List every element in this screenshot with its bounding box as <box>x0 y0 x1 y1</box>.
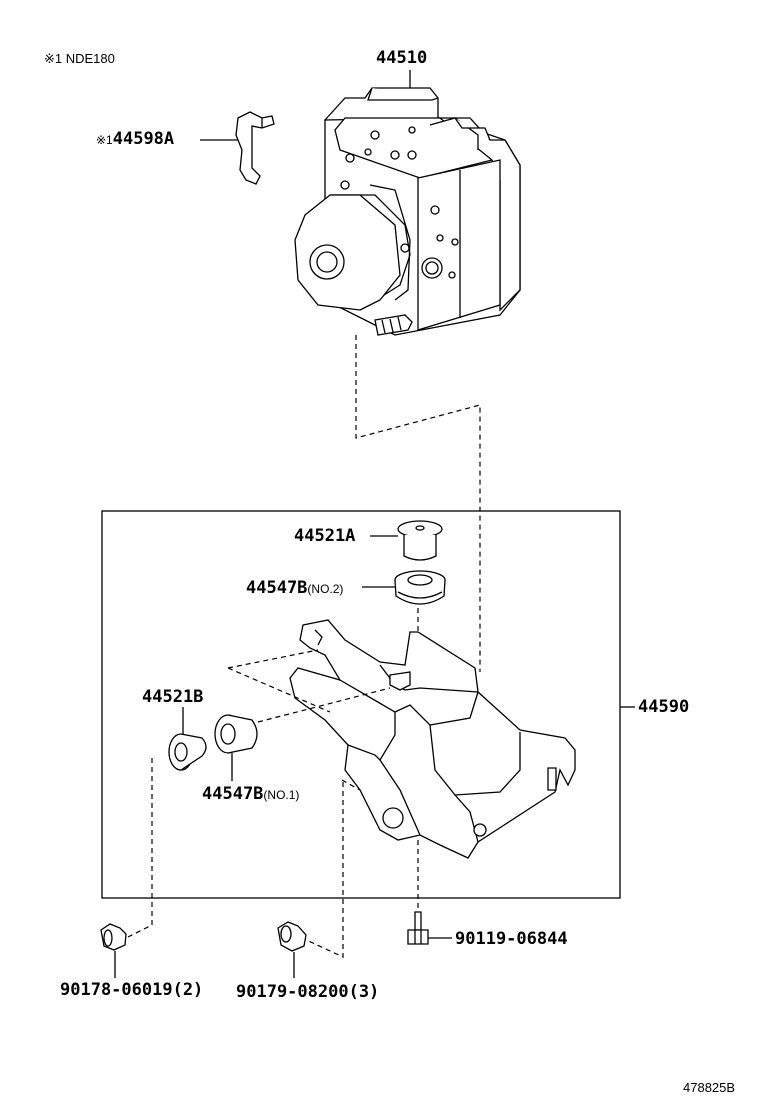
part-number-44547b-no1[interactable]: 44547B(NO.1) <box>202 786 299 803</box>
applicability-note: ※1 NDE180 <box>44 51 115 66</box>
catalog-id: 478825B <box>683 1080 736 1095</box>
part-number-44547b-no1-text: 44547B <box>202 784 264 804</box>
part-number-44547b-no2[interactable]: 44547B(NO.2) <box>246 580 343 597</box>
part-number-44590[interactable]: 44590 <box>638 697 690 717</box>
part-number-90119-06844[interactable]: 90119-06844 <box>455 929 568 949</box>
grommet-44547b-no1-drawing <box>214 714 258 754</box>
grommet-44547b-no2-drawing <box>394 570 446 605</box>
part-number-44521a[interactable]: 44521A <box>294 526 356 546</box>
part-number-44598a-text: 44598A <box>112 129 175 149</box>
part-number-44510[interactable]: 44510 <box>376 48 428 68</box>
collar-44521a-drawing <box>397 520 443 561</box>
bracket-drawing <box>289 619 576 859</box>
clip-44598a-drawing <box>235 111 275 185</box>
applicability-mark: ※1 <box>96 133 113 147</box>
nut-90179-drawing <box>277 921 307 952</box>
collar-44521b-drawing <box>168 733 207 771</box>
bolt-90119-drawing <box>407 911 429 945</box>
part-suffix-no1: (NO.1) <box>263 788 300 802</box>
assembly-frame <box>101 510 621 899</box>
part-number-90178-06019[interactable]: 90178-06019(2) <box>60 980 204 1000</box>
part-number-44547b-no2-text: 44547B <box>246 578 308 598</box>
part-suffix-no2: (NO.2) <box>307 582 344 596</box>
part-number-90179-08200[interactable]: 90179-08200(3) <box>236 982 380 1002</box>
abs-actuator-drawing <box>294 87 521 336</box>
part-number-44598a[interactable]: ※144598A <box>96 131 174 148</box>
part-number-44521b[interactable]: 44521B <box>142 687 204 707</box>
nut-90178-drawing <box>100 923 127 951</box>
